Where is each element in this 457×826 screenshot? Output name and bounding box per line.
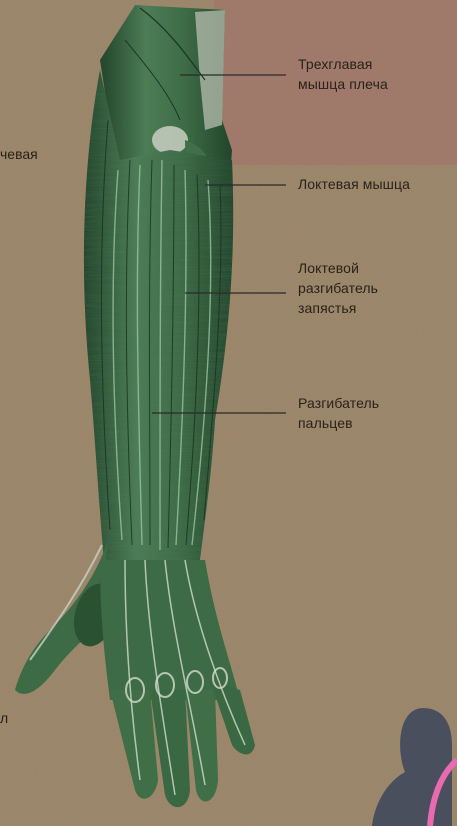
label-extensor-carpi-ulnaris: Локтевой разгибатель запястья (298, 258, 448, 318)
cropped-label-bottom: л (0, 710, 8, 726)
hand-and-fingers (100, 560, 255, 807)
cropped-label-top: чевая (0, 146, 38, 162)
label-triceps: Трехглавая мышца плеча (298, 54, 448, 94)
label-extensor-digitorum: Разгибатель пальцев (298, 393, 448, 433)
label-anconeus: Локтевая мышца (298, 174, 453, 194)
person-silhouette-icon (372, 708, 457, 826)
olecranon (152, 126, 188, 154)
